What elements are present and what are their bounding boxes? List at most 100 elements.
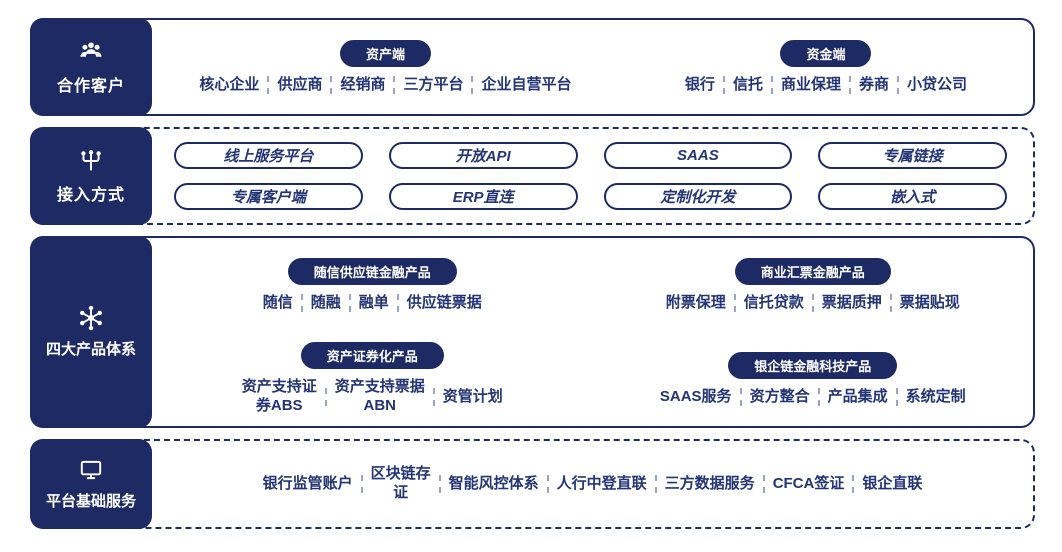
item-separator <box>438 475 441 493</box>
list-item: 资方整合 <box>749 387 810 405</box>
item-separator <box>330 76 333 94</box>
item-separator <box>546 475 549 493</box>
item-separator <box>811 294 814 312</box>
list-item: 银行 <box>684 75 715 93</box>
list-item: 人行中登直联 <box>556 474 647 492</box>
monitor-icon <box>76 457 106 483</box>
commercial-draft-items: 附票保理 信托贷款 票据质押 票据贴现 <box>658 294 968 313</box>
securitization-items: 资产支持证 券ABS 资产支持票据 ABN 资管计划 <box>234 378 511 416</box>
bank-enterprise-fintech-items: SAAS服务 资方整合 产品集成 系统定制 <box>652 388 974 407</box>
item-separator <box>654 475 657 493</box>
item-separator <box>817 388 820 406</box>
capital-side-items: 银行 信托 商业保理 券商 小贷公司 <box>677 76 975 95</box>
item-separator <box>393 76 396 94</box>
item-separator <box>733 294 736 312</box>
list-item: 券商 <box>858 75 889 93</box>
access-methods-grid: 线上服务平台 开放API SAAS 专属链接 专属客户端 ERP直连 定制化开发… <box>152 129 1033 223</box>
access-pill: ERP直连 <box>388 183 578 210</box>
commercial-draft-group: 商业汇票金融产品 附票保理 信托贷款 票据质押 票据贴现 <box>593 238 1034 332</box>
suixin-supplychain-badge: 随信供应链金融产品 <box>287 257 457 285</box>
list-item: 产品集成 <box>827 387 888 405</box>
label-access-methods: 接入方式 <box>30 127 152 225</box>
asset-side-group: 资产端 核心企业 供应商 经销商 三方平台 企业自营平台 <box>152 20 619 114</box>
list-item: 三方平台 <box>403 75 464 93</box>
suixin-supplychain-group: 随信供应链金融产品 随信 随融 融单 供应链票据 <box>152 238 593 332</box>
commercial-draft-badge: 商业汇票金融产品 <box>734 257 891 285</box>
securitization-badge: 资产证券化产品 <box>300 342 444 370</box>
access-pill: 线上服务平台 <box>174 142 363 169</box>
item-separator <box>348 294 351 312</box>
list-item: 随信 <box>262 293 293 311</box>
item-separator <box>471 76 474 94</box>
item-separator <box>722 76 725 94</box>
list-item: 资管计划 <box>442 387 503 405</box>
item-separator <box>360 475 363 493</box>
list-item: CFCA签证 <box>772 474 845 492</box>
item-separator <box>267 76 270 94</box>
label-partner-customers: 合作客户 <box>30 18 152 116</box>
list-item: 经销商 <box>340 75 386 93</box>
label-product-systems: 四大产品体系 <box>30 236 152 428</box>
list-item: 智能风控体系 <box>448 474 539 492</box>
item-separator <box>762 475 765 493</box>
network-tree-icon <box>76 148 106 174</box>
list-item: 系统定制 <box>905 387 966 405</box>
list-item: 三方数据服务 <box>664 474 755 492</box>
item-separator <box>895 388 898 406</box>
item-separator <box>324 388 327 406</box>
list-item: 供应商 <box>277 75 323 93</box>
item-separator <box>852 475 855 493</box>
list-item: 银行监管账户 <box>262 474 353 492</box>
section-access-methods: 接入方式 线上服务平台 开放API SAAS 专属链接 专属客户端 ERP直连 … <box>30 127 1035 225</box>
list-item: 票据质押 <box>821 293 882 311</box>
item-separator <box>432 388 435 406</box>
item-separator <box>300 294 303 312</box>
list-item: 信托 <box>732 75 763 93</box>
section-product-systems: 四大产品体系 随信供应链金融产品 随信 随融 融单 供应链票据 <box>30 236 1035 428</box>
product-systems-content: 随信供应链金融产品 随信 随融 融单 供应链票据 商业汇票金融产品 附票保理 <box>152 238 1033 426</box>
section-title: 合作客户 <box>56 77 125 95</box>
partner-customers-content: 资产端 核心企业 供应商 经销商 三方平台 企业自营平台 资金端 银行 <box>152 20 1033 114</box>
section-title: 接入方式 <box>56 186 125 204</box>
capital-side-group: 资金端 银行 信托 商业保理 券商 小贷公司 <box>619 20 1033 114</box>
access-pill: 专属链接 <box>818 142 1007 169</box>
label-platform-services: 平台基础服务 <box>30 439 152 529</box>
list-item: 核心企业 <box>199 75 260 93</box>
item-separator <box>848 76 851 94</box>
list-item: 供应链票据 <box>406 293 482 311</box>
list-item: 票据贴现 <box>899 293 960 311</box>
platform-services-items: 银行监管账户 区块链存 证 智能风控体系 人行中登直联 三方数据服务 CFCA签… <box>152 441 1033 527</box>
list-item: 信托贷款 <box>743 293 804 311</box>
item-separator <box>889 294 892 312</box>
access-pill: SAAS <box>603 142 793 169</box>
asset-side-items: 核心企业 供应商 经销商 三方平台 企业自营平台 <box>191 76 579 95</box>
list-item: 商业保理 <box>780 75 841 93</box>
list-item: 资产支持证 券ABS <box>241 378 317 414</box>
securitization-group: 资产证券化产品 资产支持证 券ABS 资产支持票据 ABN 资管计划 <box>152 332 593 426</box>
access-pill: 定制化开发 <box>603 183 793 210</box>
item-separator <box>770 76 773 94</box>
list-item: 随融 <box>310 293 341 311</box>
bank-enterprise-fintech-badge: 银企链金融科技产品 <box>728 351 898 379</box>
capital-side-badge: 资金端 <box>780 39 872 67</box>
access-pill: 开放API <box>388 142 578 169</box>
item-separator <box>896 76 899 94</box>
list-item: SAAS服务 <box>659 387 732 405</box>
list-item: 融单 <box>358 293 389 311</box>
product-band-top: 随信供应链金融产品 随信 随融 融单 供应链票据 商业汇票金融产品 附票保理 <box>152 238 1033 332</box>
list-item: 企业自营平台 <box>481 75 572 93</box>
section-title: 四大产品体系 <box>45 341 136 358</box>
access-pill: 专属客户端 <box>174 183 363 210</box>
access-pill: 嵌入式 <box>818 183 1007 210</box>
list-item: 附票保理 <box>665 293 726 311</box>
hub-spoke-icon <box>76 305 106 331</box>
asset-side-badge: 资产端 <box>339 39 431 67</box>
section-platform-services: 平台基础服务 银行监管账户 区块链存 证 智能风控体系 人行中登直联 三方数据服… <box>30 439 1035 529</box>
people-icon <box>76 39 106 65</box>
item-separator <box>739 388 742 406</box>
product-band-bottom: 资产证券化产品 资产支持证 券ABS 资产支持票据 ABN 资管计划 银企链金融… <box>152 332 1033 426</box>
list-item: 区块链存 证 <box>370 465 431 501</box>
list-item: 小贷公司 <box>906 75 967 93</box>
item-separator <box>396 294 399 312</box>
